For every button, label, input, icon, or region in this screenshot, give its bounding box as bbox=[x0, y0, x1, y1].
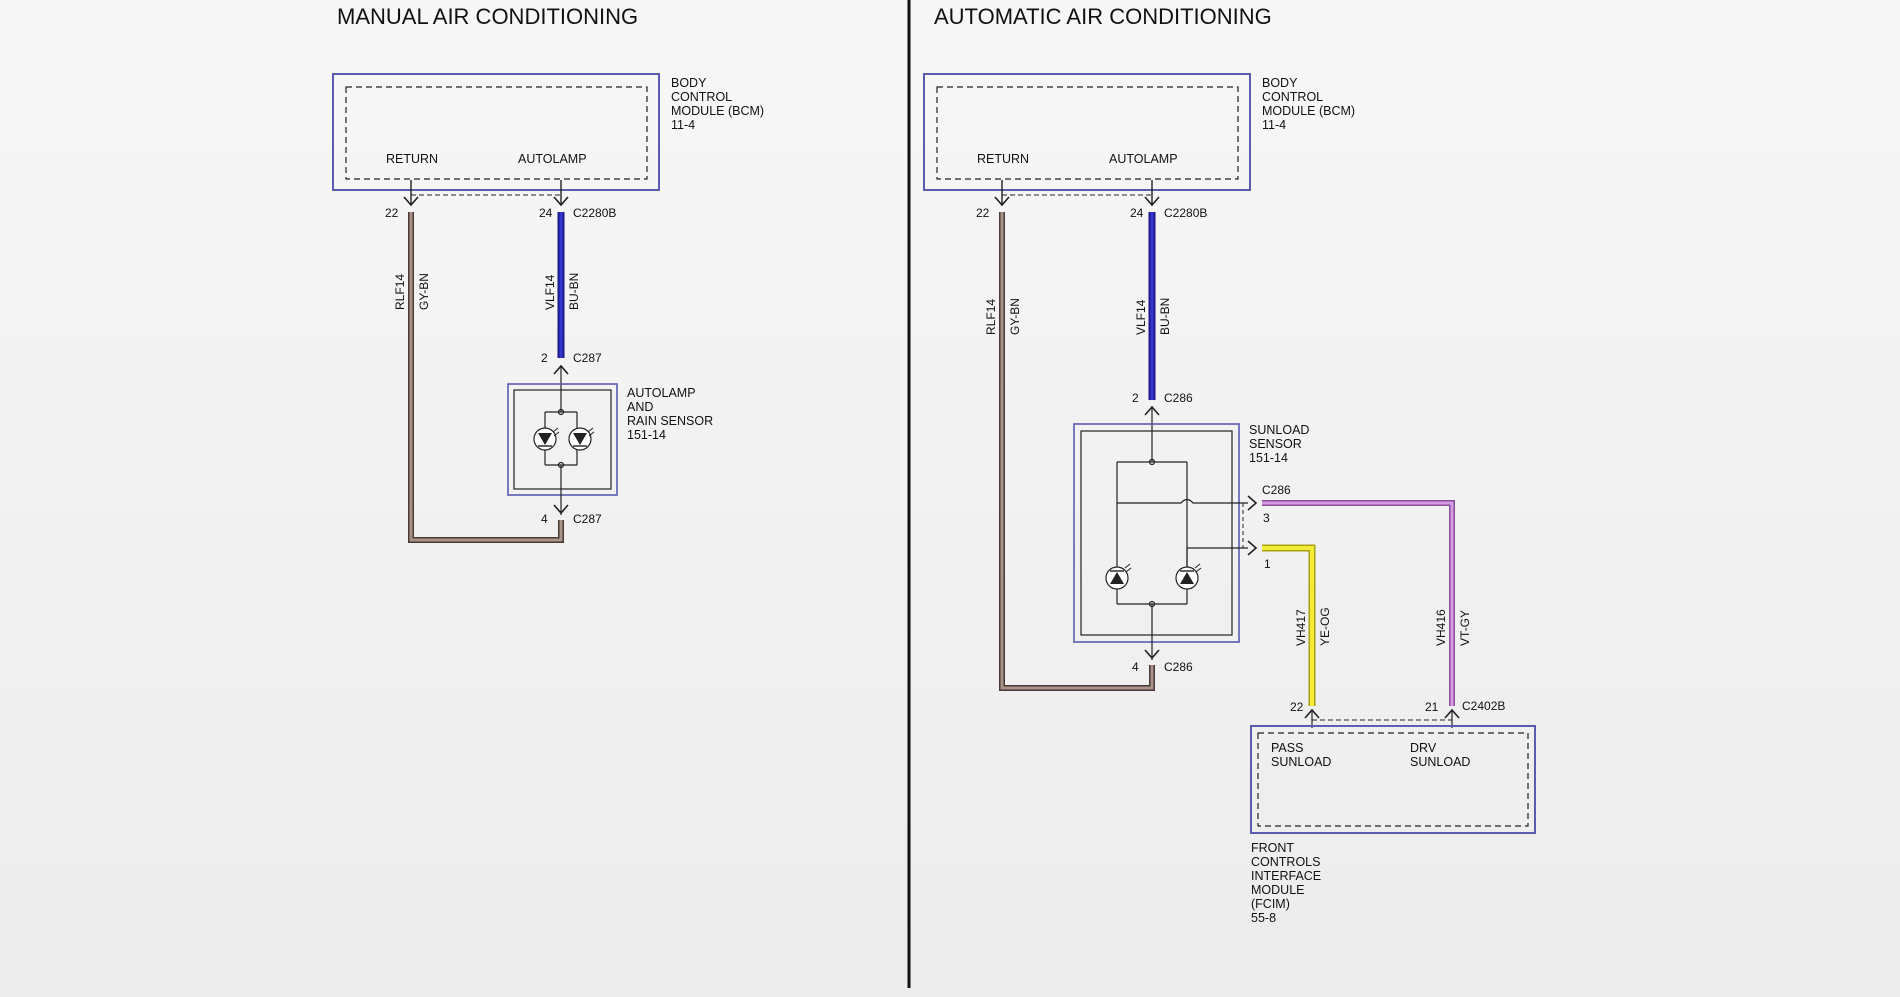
auto-sunload-sensor[interactable] bbox=[1073, 423, 1248, 643]
auto-fcim-pass-pin-number: 22 bbox=[1290, 700, 1304, 714]
auto-bcm-name-line: BODY bbox=[1262, 76, 1298, 90]
manual-sensor-bottom-pin bbox=[553, 465, 569, 515]
auto-sensor-bottom-connector: C286 bbox=[1164, 660, 1193, 674]
auto-wire-vh416[interactable] bbox=[1262, 500, 1455, 706]
manual-sensor-name-line: RAIN SENSOR bbox=[627, 414, 713, 428]
auto-fcim-pass-label: PASS bbox=[1271, 741, 1303, 755]
auto-sensor-name-line: SUNLOAD bbox=[1249, 423, 1309, 437]
manual-sensor-name-line: 151-14 bbox=[627, 428, 666, 442]
auto-wire-return-color: GY-BN bbox=[1008, 298, 1022, 335]
auto-fcim-name-line: INTERFACE bbox=[1251, 869, 1321, 883]
auto-bcm-name-line: MODULE (BCM) bbox=[1262, 104, 1355, 118]
auto-bcm-name-line: CONTROL bbox=[1262, 90, 1323, 104]
manual-wire-return-circuit: RLF14 bbox=[393, 274, 407, 310]
auto-wire-return[interactable] bbox=[999, 212, 1155, 691]
auto-wire-autolamp-color: BU-BN bbox=[1158, 298, 1172, 335]
manual-wire-autolamp-color: BU-BN bbox=[567, 273, 581, 310]
auto-bcm-return-label: RETURN bbox=[977, 152, 1029, 166]
manual-bcm-pin-autolamp bbox=[553, 180, 569, 207]
auto-fcim-name-line: FRONT bbox=[1251, 841, 1294, 855]
auto-bcm-pin-autolamp bbox=[1144, 180, 1160, 207]
auto-sensor-bottom-pin bbox=[1144, 604, 1160, 660]
auto-bcm-connector-label: C2280B bbox=[1164, 206, 1207, 220]
auto-autolamp-pin-number: 24 bbox=[1130, 206, 1144, 220]
auto-wire-vh416-color: VT-GY bbox=[1458, 610, 1472, 646]
auto-sensor-pin-3 bbox=[1247, 495, 1258, 511]
auto-fcim-name-line: CONTROLS bbox=[1251, 855, 1320, 869]
auto-photodiode-icon bbox=[1110, 563, 1132, 584]
manual-sensor-top-connector: C287 bbox=[573, 351, 602, 365]
manual-sensor-name-line: AUTOLAMP bbox=[627, 386, 696, 400]
auto-fcim-name: FRONT CONTROLS INTERFACE MODULE (FCIM) 5… bbox=[1251, 841, 1321, 925]
auto-return-pin-number: 22 bbox=[976, 206, 990, 220]
manual-autolamp-pin-number: 24 bbox=[539, 206, 553, 220]
auto-bcm-pin-return bbox=[994, 180, 1010, 207]
manual-bcm-name-line: MODULE (BCM) bbox=[671, 104, 764, 118]
auto-sensor-pin-1 bbox=[1247, 540, 1258, 556]
auto-sensor-pin-3-number: 3 bbox=[1263, 511, 1270, 525]
manual-bcm-pin-return bbox=[403, 180, 419, 207]
auto-sensor-top-pin bbox=[1144, 405, 1160, 462]
auto-fcim-connector-label: C2402B bbox=[1462, 699, 1505, 713]
automatic-title: AUTOMATIC AIR CONDITIONING bbox=[934, 4, 1272, 29]
auto-fcim-drv-label: SUNLOAD bbox=[1410, 755, 1470, 769]
auto-sensor-name: SUNLOAD SENSOR 151-14 bbox=[1249, 423, 1309, 465]
manual-wire-return-color: GY-BN bbox=[417, 273, 431, 310]
auto-bcm-name-line: 11-4 bbox=[1262, 118, 1286, 132]
auto-photodiode-icon bbox=[1180, 563, 1202, 584]
auto-fcim-pass-label: SUNLOAD bbox=[1271, 755, 1331, 769]
manual-bcm-return-label: RETURN bbox=[386, 152, 438, 166]
auto-wire-vh417[interactable] bbox=[1262, 544, 1316, 706]
manual-sensor-top-pin bbox=[553, 364, 569, 412]
manual-sensor-bottom-connector: C287 bbox=[573, 512, 602, 526]
manual-bcm-connector-label: C2280B bbox=[573, 206, 616, 220]
manual-sensor-name: AUTOLAMP AND RAIN SENSOR 151-14 bbox=[627, 386, 713, 442]
automatic-section: AUTOMATIC AIR CONDITIONING RETURN AUTOLA… bbox=[923, 4, 1536, 925]
auto-sensor-side-connector: C286 bbox=[1262, 483, 1291, 497]
auto-sensor-pin-1-number: 1 bbox=[1264, 557, 1271, 571]
manual-photodiode-icon bbox=[573, 427, 595, 447]
manual-sensor-top-pin-number: 2 bbox=[541, 351, 548, 365]
auto-wire-vh416-circuit: VH416 bbox=[1434, 609, 1448, 646]
manual-photodiode-icon bbox=[538, 427, 560, 447]
auto-fcim-name-line: (FCIM) bbox=[1251, 897, 1290, 911]
manual-bcm-module[interactable]: RETURN AUTOLAMP bbox=[332, 73, 660, 191]
auto-sensor-name-line: SENSOR bbox=[1249, 437, 1302, 451]
auto-wire-vh417-circuit: VH417 bbox=[1294, 609, 1308, 646]
manual-wire-return[interactable] bbox=[408, 212, 564, 543]
auto-sensor-top-connector: C286 bbox=[1164, 391, 1193, 405]
auto-sensor-bottom-pin-number: 4 bbox=[1132, 660, 1139, 674]
auto-bcm-module[interactable]: RETURN AUTOLAMP bbox=[923, 73, 1251, 191]
manual-wire-autolamp-circuit: VLF14 bbox=[543, 274, 557, 310]
manual-bcm-autolamp-label: AUTOLAMP bbox=[518, 152, 587, 166]
manual-title: MANUAL AIR CONDITIONING bbox=[337, 4, 638, 29]
auto-fcim-name-line: MODULE bbox=[1251, 883, 1304, 897]
manual-bcm-name-line: CONTROL bbox=[671, 90, 732, 104]
auto-bcm-autolamp-label: AUTOLAMP bbox=[1109, 152, 1178, 166]
auto-bcm-name: BODY CONTROL MODULE (BCM) 11-4 bbox=[1262, 76, 1355, 132]
auto-sensor-name-line: 151-14 bbox=[1249, 451, 1288, 465]
manual-return-pin-number: 22 bbox=[385, 206, 399, 220]
manual-autolamp-rain-sensor[interactable] bbox=[507, 383, 618, 496]
auto-wire-vh417-color: YE-OG bbox=[1318, 607, 1332, 646]
auto-fcim-drv-label: DRV bbox=[1410, 741, 1437, 755]
manual-sensor-bottom-pin-number: 4 bbox=[541, 512, 548, 526]
auto-fcim-name-line: 55-8 bbox=[1251, 911, 1276, 925]
manual-bcm-name-line: BODY bbox=[671, 76, 707, 90]
manual-bcm-name: BODY CONTROL MODULE (BCM) 11-4 bbox=[671, 76, 764, 132]
auto-fcim-drv-pin-number: 21 bbox=[1425, 700, 1439, 714]
auto-wire-autolamp-circuit: VLF14 bbox=[1134, 299, 1148, 335]
auto-fcim-module[interactable]: PASS SUNLOAD DRV SUNLOAD bbox=[1250, 725, 1536, 834]
manual-section: MANUAL AIR CONDITIONING RETURN AUTOLAMP … bbox=[332, 4, 764, 543]
manual-sensor-name-line: AND bbox=[627, 400, 653, 414]
manual-bcm-name-line: 11-4 bbox=[671, 118, 695, 132]
auto-sensor-top-pin-number: 2 bbox=[1132, 391, 1139, 405]
auto-wire-return-circuit: RLF14 bbox=[984, 299, 998, 335]
